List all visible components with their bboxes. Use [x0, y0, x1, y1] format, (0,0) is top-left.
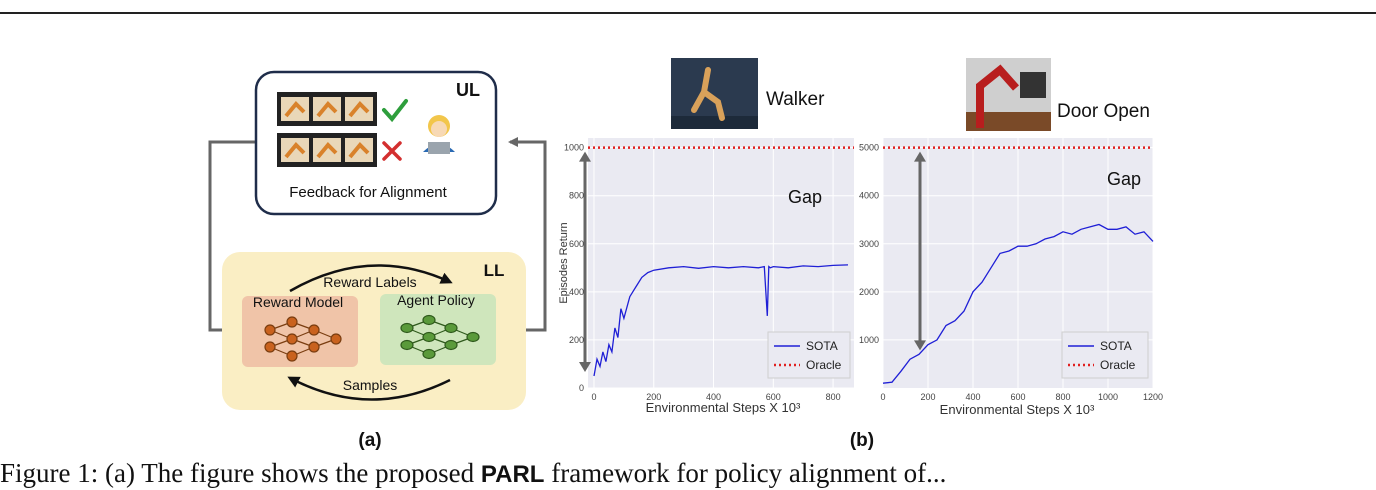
- walker-xtick-label: 400: [706, 392, 721, 402]
- door-open-thumbnail: [966, 58, 1051, 131]
- ll-box: [222, 252, 526, 410]
- door-open-ytick-label: 3000: [859, 239, 879, 249]
- reward-labels-arrow: [289, 264, 453, 293]
- door-open-xlabel: Environmental Steps X 10³: [940, 402, 1095, 417]
- door-open-series-sota: [882, 223, 1154, 384]
- walker-ytick-label: 1000: [564, 143, 584, 153]
- walker-series-sota: [593, 264, 849, 377]
- feedback-label: Feedback for Alignment: [289, 184, 447, 201]
- walker-gap-arrow-head-top: [579, 151, 591, 162]
- walker-gap-arrow-head-bottom: [579, 361, 591, 372]
- ll-tag: LL: [484, 261, 505, 280]
- filmstrip-rejected: [277, 133, 377, 167]
- door-open-chart: 1000 2000 3000 4000 5000 0 200 400 600 800 1000 120…: [859, 138, 1163, 417]
- walker-xtick-label: 200: [646, 392, 661, 402]
- walker-ytick-label: 200: [569, 335, 584, 345]
- human-labeler-icon: [423, 115, 455, 154]
- door-open-xtick-label: 800: [1055, 392, 1070, 402]
- door-open-ytick-label: 5000: [859, 143, 879, 153]
- door-open-legend-oracle: Oracle: [1100, 358, 1136, 372]
- door-open-gap-arrow-head-bottom: [914, 340, 926, 351]
- walker-title: Walker: [766, 89, 825, 110]
- door-open-legend-sota: SOTA: [1100, 339, 1132, 353]
- door-open-xtick-label: 0: [880, 392, 885, 402]
- door-open-gap-arrow-head-top: [914, 151, 926, 162]
- agent-policy-label: Agent Policy: [397, 292, 475, 308]
- walker-thumbnail: [671, 58, 758, 129]
- walker-legend-oracle: Oracle: [806, 358, 842, 372]
- figure-canvas: UL Feedback: [208, 58, 1163, 451]
- walker-chart: 0 200 400 600 800 1000 0 200 400 600 800 Episodes …: [558, 138, 854, 415]
- samples-arrow: [287, 376, 451, 401]
- walker-ytick-label: 600: [569, 239, 584, 249]
- walker-ytick-label: 800: [569, 191, 584, 201]
- reward-model-network-icon: [264, 316, 342, 362]
- walker-xtick-label: 800: [826, 392, 841, 402]
- walker-legend-sota: SOTA: [806, 339, 838, 353]
- caption-suffix: framework for policy alignment of...: [544, 458, 947, 488]
- walker-ytick-label: 0: [579, 383, 584, 393]
- walker-xlabel: Environmental Steps X 10³: [646, 400, 801, 415]
- panel-a: UL Feedback: [208, 70, 547, 451]
- check-icon: [382, 99, 408, 123]
- door-open-title: Door Open: [1057, 101, 1150, 122]
- cross-icon: [382, 141, 402, 161]
- door-open-xtick-label: 600: [1010, 392, 1025, 402]
- door-open-xtick-label: 200: [920, 392, 935, 402]
- door-open-xtick-label: 400: [965, 392, 980, 402]
- door-open-legend: SOTA Oracle: [1061, 331, 1149, 379]
- figure-caption: Figure 1: (a) The figure shows the propo…: [0, 458, 1376, 490]
- walker-ytick-label: 400: [569, 287, 584, 297]
- ul-tag: UL: [456, 80, 480, 100]
- door-open-ytick-label: 2000: [859, 287, 879, 297]
- walker-legend: SOTA Oracle: [767, 331, 851, 379]
- caption-prefix: Figure 1: (a) The figure shows the propo…: [0, 458, 481, 488]
- door-open-ytick-label: 4000: [859, 191, 879, 201]
- door-open-xtick-label: 1000: [1098, 392, 1118, 402]
- agent-policy-network-icon: [400, 314, 480, 360]
- top-rule: [0, 12, 1376, 14]
- panel-a-label: (a): [358, 430, 381, 451]
- walker-ylabel: Episodes Return: [558, 222, 570, 303]
- reward-model-label: Reward Model: [253, 294, 343, 310]
- door-open-gap-label: Gap: [1107, 169, 1141, 189]
- filmstrip-accepted: [277, 92, 377, 126]
- door-open-xtick-label: 1200: [1143, 392, 1163, 402]
- reward-labels-text: Reward Labels: [323, 274, 416, 290]
- door-open-ytick-label: 1000: [859, 335, 879, 345]
- panel-b: Walker Door Open 0 200 400 600 800 1000 0 200 40…: [558, 58, 1163, 451]
- walker-xtick-label: 0: [591, 392, 596, 402]
- walker-xtick-label: 600: [766, 392, 781, 402]
- samples-text: Samples: [343, 377, 397, 393]
- walker-gap-label: Gap: [788, 187, 822, 207]
- panel-b-label: (b): [850, 430, 874, 451]
